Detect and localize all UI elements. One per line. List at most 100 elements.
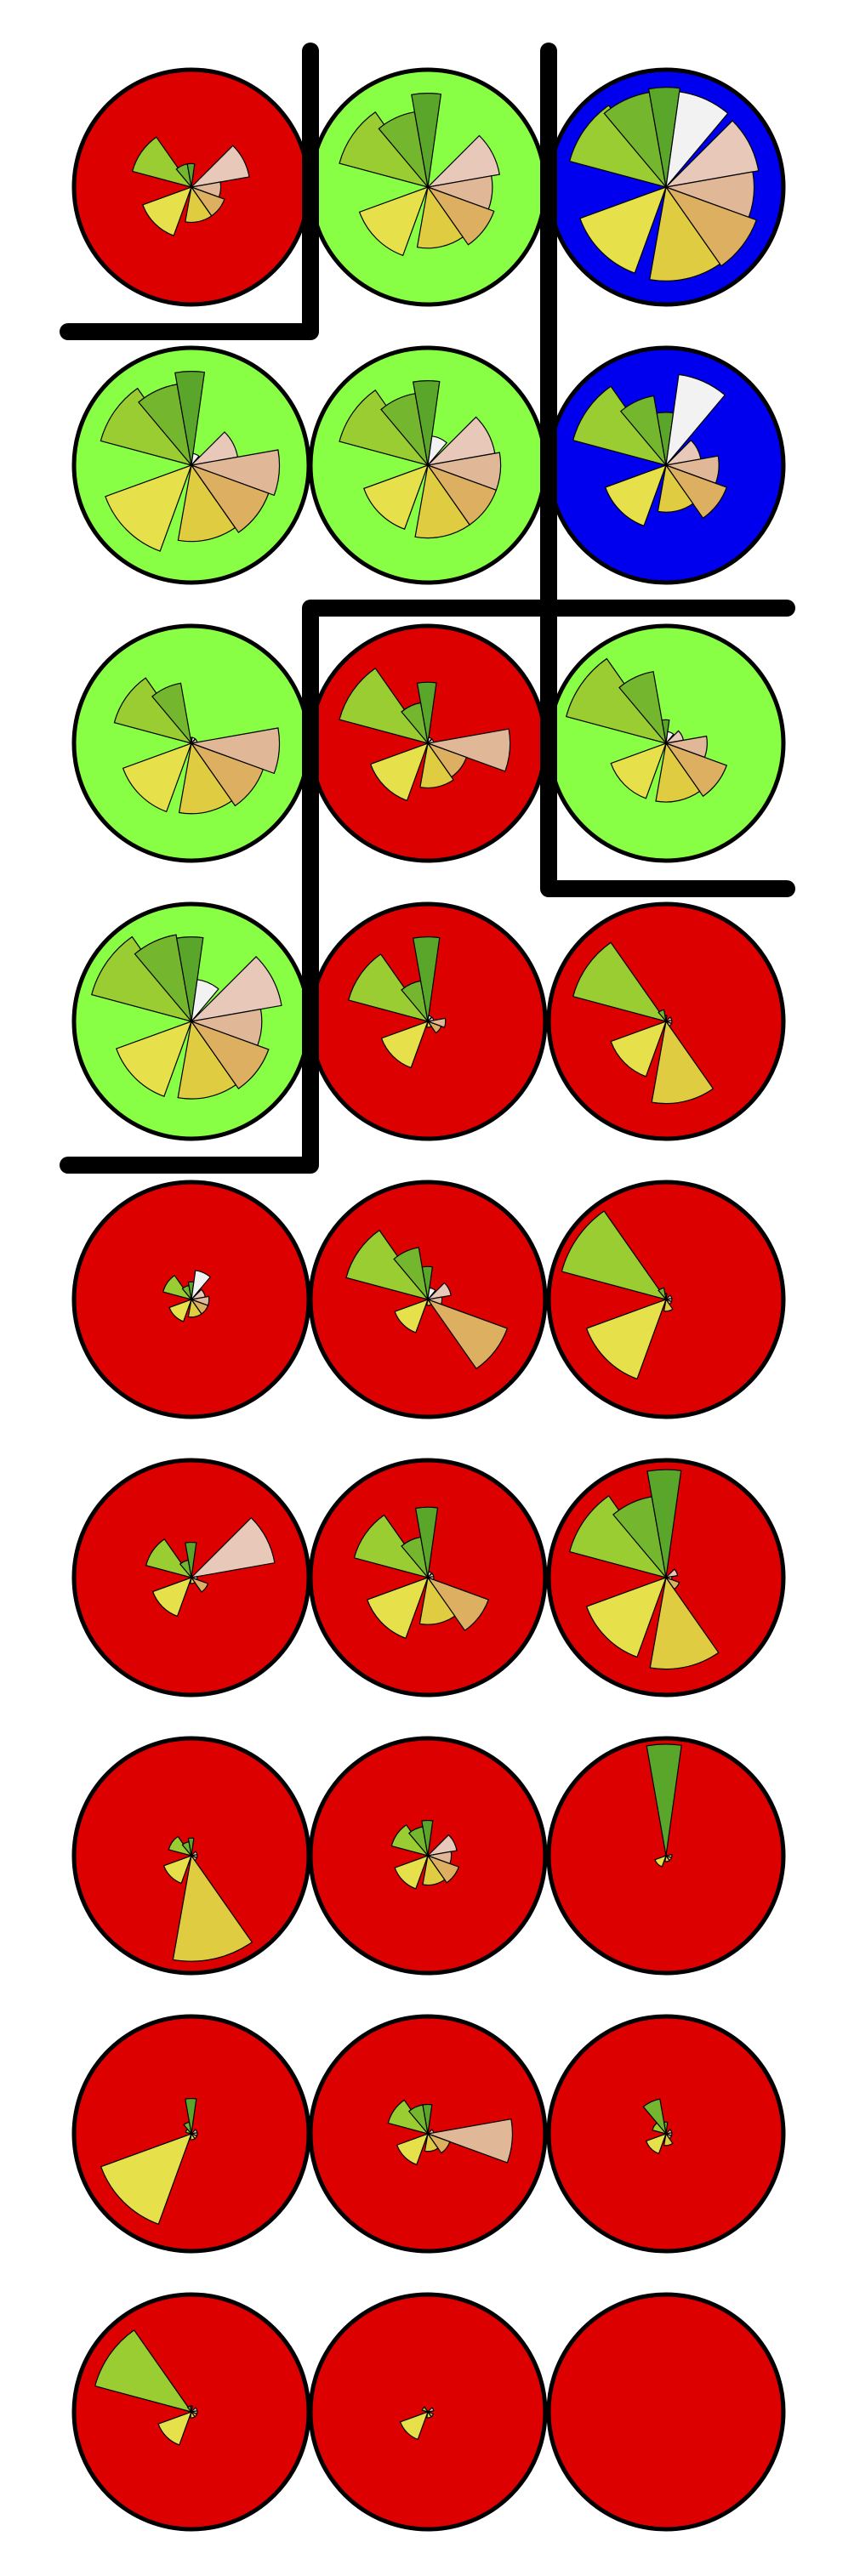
segment-9 xyxy=(157,2410,193,2446)
segment-8 xyxy=(185,185,213,223)
segment-8 xyxy=(426,1020,432,1028)
segment-7 xyxy=(426,1020,442,1034)
segment-8 xyxy=(655,742,701,803)
segment-1 xyxy=(561,1210,668,1301)
segment-8 xyxy=(663,1298,674,1312)
segment-3 xyxy=(413,936,441,1022)
segment-8 xyxy=(414,463,470,539)
polar-circle-r8c3 xyxy=(546,2014,786,2254)
segment-2 xyxy=(134,934,192,1024)
segment-9 xyxy=(168,1298,193,1322)
segment-5 xyxy=(664,120,760,188)
segment-9 xyxy=(142,185,193,236)
segment-4 xyxy=(427,435,448,467)
segment-8 xyxy=(187,1298,202,1318)
polar-circle-r9c3 xyxy=(546,2292,786,2532)
polar-circle-r4c3 xyxy=(546,901,786,1141)
polar-circle-r6c1 xyxy=(71,1458,311,1697)
segment-9 xyxy=(585,1298,668,1380)
segment-9 xyxy=(358,185,430,257)
polar-circle-r3c3 xyxy=(546,623,786,863)
segment-8 xyxy=(177,463,236,543)
segment-9 xyxy=(396,2132,430,2166)
segment-1 xyxy=(339,389,430,467)
segment-5 xyxy=(426,2407,435,2413)
segment-5 xyxy=(426,134,500,188)
segment-7 xyxy=(664,185,758,267)
segment-3 xyxy=(185,1541,197,1578)
segment-3 xyxy=(647,87,680,188)
segment-4 xyxy=(665,731,675,745)
segment-9 xyxy=(363,463,430,530)
segment-8 xyxy=(190,2132,196,2141)
segment-1 xyxy=(353,1514,430,1579)
segment-3 xyxy=(422,2103,433,2135)
segment-3 xyxy=(411,93,442,188)
polar-circle-r1c1 xyxy=(71,67,311,307)
segment-3 xyxy=(174,371,206,466)
polar-circle-r1c2 xyxy=(308,67,548,307)
segment-1 xyxy=(568,105,668,189)
segment-2 xyxy=(642,2098,667,2136)
segment-8 xyxy=(177,1020,237,1100)
segment-7 xyxy=(190,1576,209,1593)
wall-middle-horizontal xyxy=(60,600,795,1174)
polar-circle-r6c2 xyxy=(308,1458,548,1697)
wall-top-left-L xyxy=(60,43,319,340)
segment-7 xyxy=(426,185,495,246)
segment-9 xyxy=(369,742,430,802)
segment-2 xyxy=(658,1287,667,1302)
segment-3 xyxy=(413,380,441,466)
segment-8 xyxy=(664,1854,670,1862)
polar-circle-r2c2 xyxy=(308,345,548,585)
segment-1 xyxy=(145,1538,193,1579)
segment-7 xyxy=(426,1854,460,1884)
segment-1 xyxy=(168,1835,193,1857)
segment-7 xyxy=(426,1576,490,1632)
segment-3 xyxy=(661,719,670,744)
segment-8 xyxy=(190,1576,196,1584)
segment-8 xyxy=(426,1298,432,1306)
segment-8 xyxy=(422,1854,446,1886)
segment-6 xyxy=(189,727,281,775)
segment-9 xyxy=(116,1020,193,1097)
segment-8 xyxy=(651,1020,715,1105)
segment-3 xyxy=(421,1819,434,1857)
segment-4 xyxy=(191,1270,212,1301)
polar-circle-r5c1 xyxy=(71,1180,311,1419)
segment-8 xyxy=(419,742,454,788)
segment-8 xyxy=(663,2132,674,2147)
polar-circle-r1c3 xyxy=(546,67,786,307)
segment-3 xyxy=(646,1743,682,1857)
polar-circle-r4c2 xyxy=(308,901,548,1141)
segment-7 xyxy=(190,463,270,533)
polar-circle-r7c2 xyxy=(308,1736,548,1976)
segment-1 xyxy=(421,2406,430,2414)
segment-1 xyxy=(387,2099,430,2135)
circle-background xyxy=(546,2292,786,2532)
segment-3 xyxy=(664,1015,668,1022)
segment-5 xyxy=(190,956,282,1022)
segment-3 xyxy=(176,936,204,1022)
segment-7 xyxy=(664,463,728,520)
polar-circle-r5c3 xyxy=(546,1180,786,1419)
segment-9 xyxy=(380,1020,430,1069)
polar-circle-r4c1 xyxy=(71,901,311,1141)
segment-1 xyxy=(572,385,668,467)
segment-8 xyxy=(649,1576,720,1670)
segment-8 xyxy=(649,185,721,281)
segment-1 xyxy=(94,2329,193,2414)
segment-3 xyxy=(186,162,196,188)
segment-1 xyxy=(339,667,430,745)
segment-8 xyxy=(424,2132,439,2152)
segment-4 xyxy=(665,373,726,467)
segment-1 xyxy=(339,111,430,189)
polar-circle-r9c2 xyxy=(308,2292,548,2532)
segment-2 xyxy=(393,1247,429,1302)
segment-8 xyxy=(416,185,464,249)
walls-layer xyxy=(60,43,795,1174)
segment-9 xyxy=(645,2132,668,2155)
polar-circle-r2c3 xyxy=(546,345,786,585)
segment-3 xyxy=(185,2097,197,2135)
segment-5 xyxy=(426,1282,452,1300)
